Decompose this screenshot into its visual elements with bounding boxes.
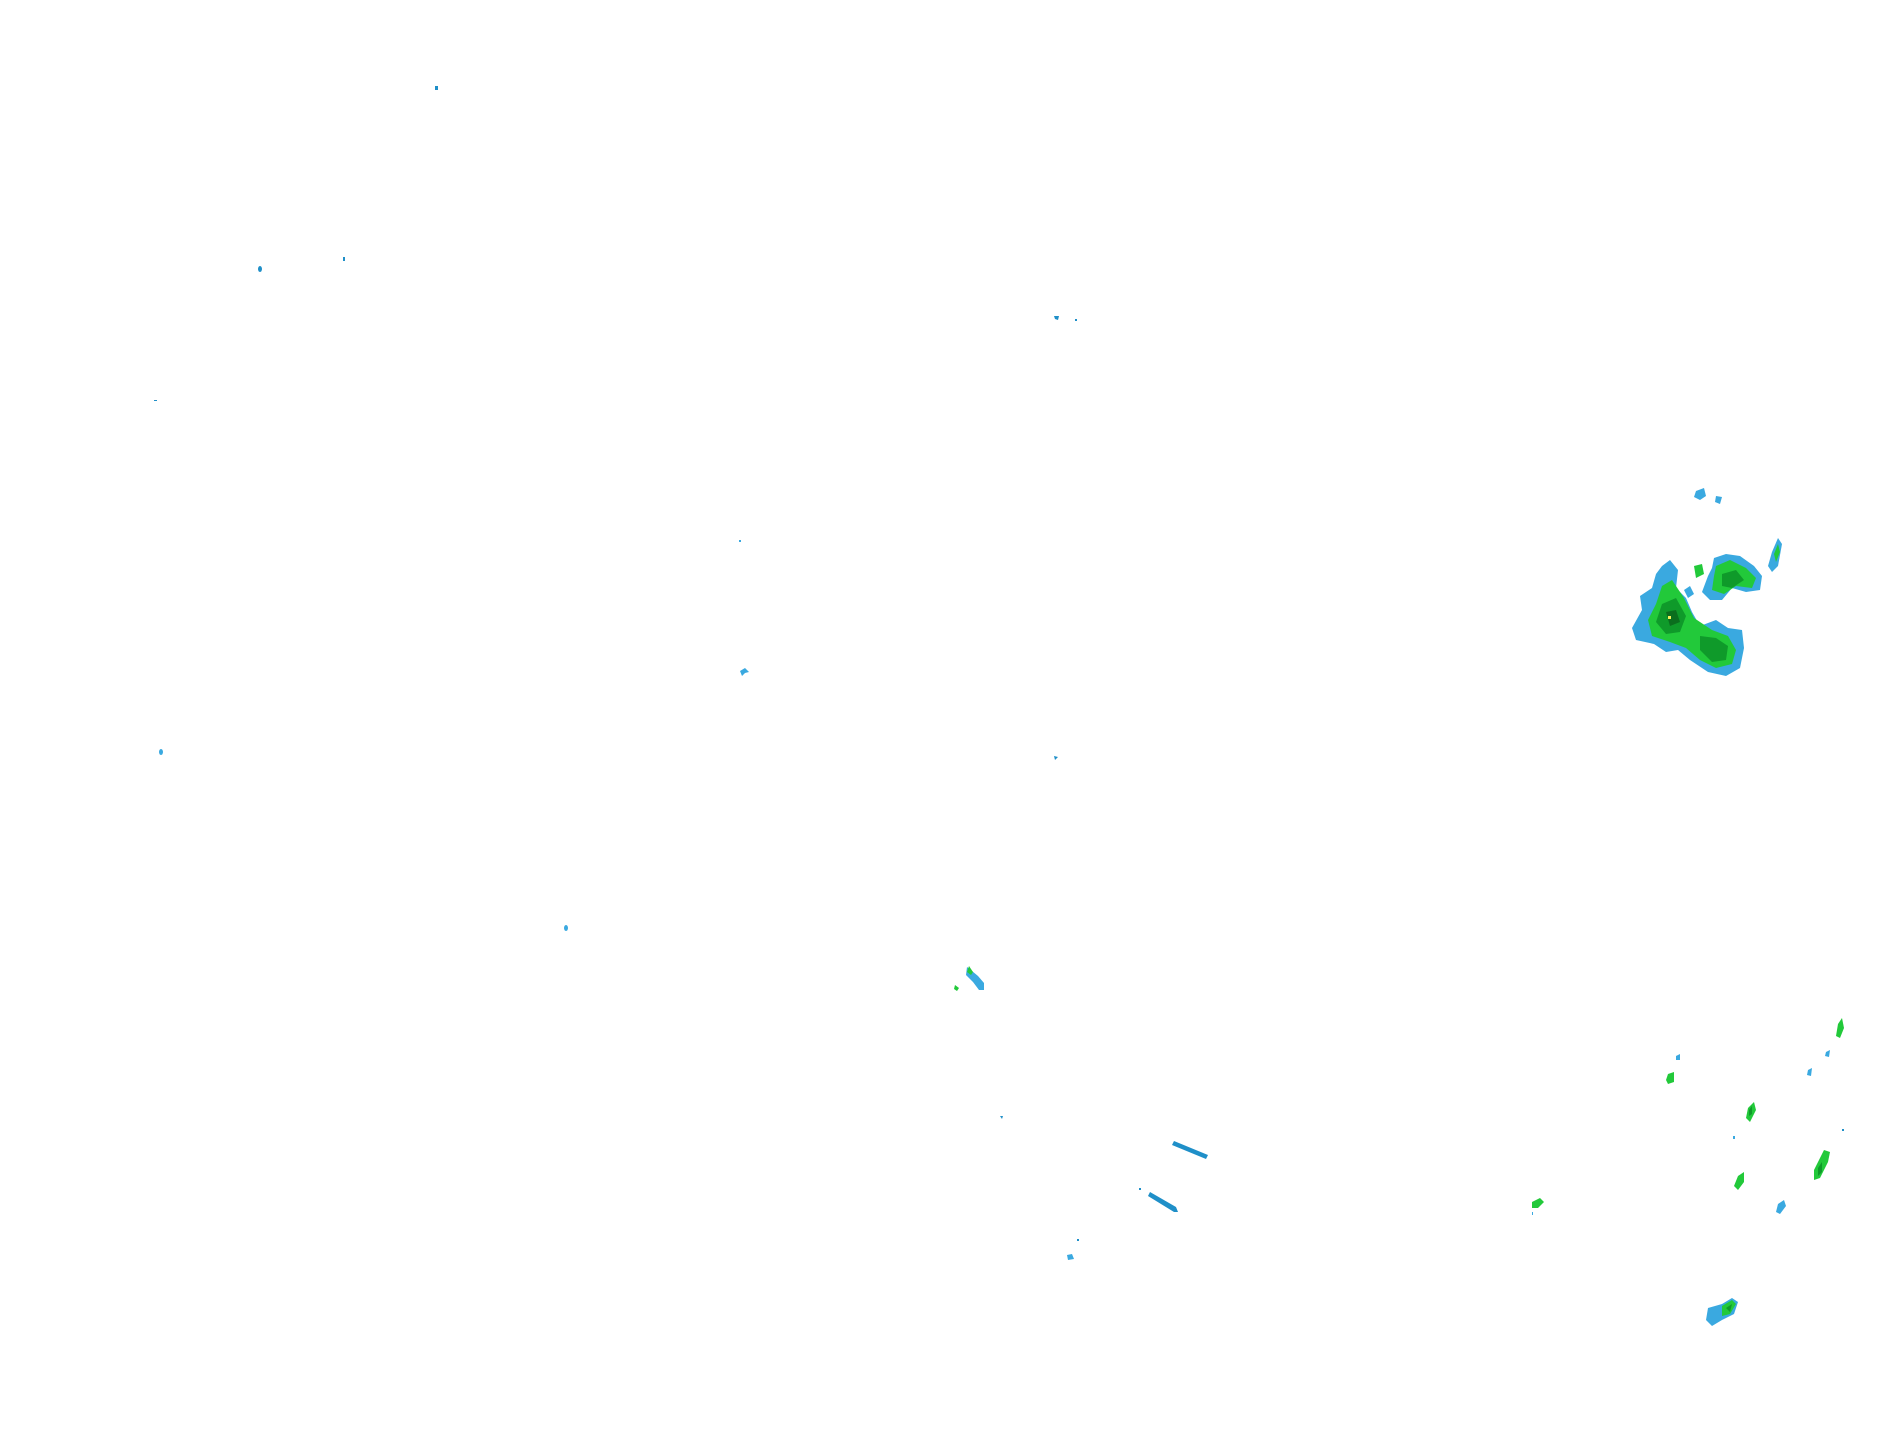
echo-cell	[1077, 1239, 1079, 1241]
echo-cell	[1842, 1129, 1844, 1131]
echo-cell	[954, 985, 959, 991]
echo-cell	[435, 86, 438, 90]
echo-cell	[1532, 1212, 1533, 1215]
echo-cell	[1776, 1200, 1786, 1214]
echo-cell	[740, 668, 749, 676]
southeast-shower-cells	[1532, 1018, 1844, 1326]
echo-cell	[1722, 570, 1744, 588]
echo-cell	[1807, 1068, 1812, 1076]
echo-cell	[1694, 564, 1704, 578]
echo-cell	[1075, 319, 1077, 321]
scattered-light-echoes-west	[154, 86, 741, 931]
echo-cell	[1749, 1106, 1752, 1116]
echo-cell	[1532, 1198, 1544, 1208]
echo-cell	[1734, 1172, 1744, 1190]
echo-cell	[1818, 1162, 1822, 1176]
echo-cell	[739, 540, 741, 542]
echo-cell	[1700, 636, 1728, 662]
echo-cell	[1666, 610, 1680, 626]
central-light-echoes	[740, 316, 1208, 1260]
echo-cell	[1774, 544, 1780, 562]
echo-cell	[1148, 1192, 1178, 1212]
echo-cell	[1726, 1304, 1732, 1312]
echo-cell	[1054, 756, 1058, 760]
echo-cell	[154, 400, 157, 401]
echo-cell	[1825, 1050, 1830, 1057]
echo-cell	[159, 749, 163, 755]
echo-cell	[1668, 616, 1671, 619]
echo-cell	[1733, 1136, 1735, 1139]
northeast-rain-cluster	[1632, 488, 1782, 676]
echo-cell	[1684, 586, 1694, 598]
echo-cell	[1067, 1254, 1074, 1260]
echo-cell	[1139, 1188, 1141, 1190]
echo-cell	[967, 966, 973, 975]
echo-cell	[1715, 496, 1722, 504]
echo-cell	[1000, 1116, 1003, 1119]
echo-cell	[1694, 488, 1706, 500]
echo-cell	[564, 925, 568, 931]
echo-cell	[343, 257, 345, 261]
echo-cell	[1054, 316, 1059, 320]
echo-cell	[1666, 1072, 1674, 1084]
echo-cell	[258, 266, 262, 272]
echo-cell	[1676, 1054, 1680, 1060]
echo-cell	[1836, 1018, 1844, 1038]
echo-cell	[1172, 1141, 1208, 1159]
